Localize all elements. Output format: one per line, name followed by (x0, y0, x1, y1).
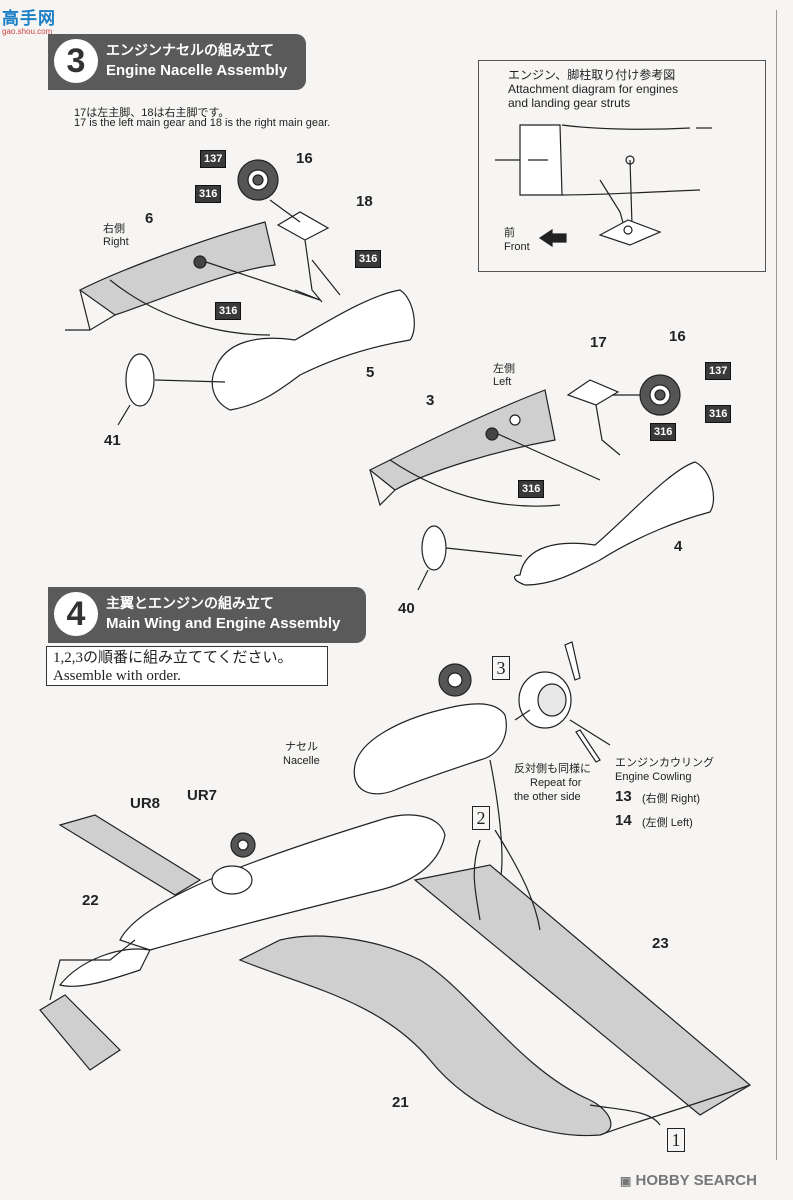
hobby-search-watermark: ▣ HOBBY SEARCH (620, 1172, 757, 1189)
right-side-jp: 右側 (103, 223, 125, 235)
part-41: 41 (104, 432, 121, 449)
part-22: 22 (82, 892, 99, 909)
page-border (776, 10, 777, 1160)
cowling-part-14-side: (左側 Left) (642, 817, 693, 829)
repeat-label-jp: 反対側も同様に (514, 763, 591, 775)
part-4: 4 (674, 538, 683, 555)
cowling-part-13: 13 (615, 788, 632, 805)
ref-316-c: 316 (215, 302, 242, 320)
ref-137-b: 137 (705, 362, 732, 380)
assembly-order-en: Assemble with order. (53, 668, 181, 684)
front-label-en: Front (504, 241, 530, 253)
part-40: 40 (398, 600, 415, 617)
nacelle-label-jp: ナセル (285, 741, 318, 753)
cowling-label-jp: エンジンカウリング (615, 757, 714, 769)
part-16-a: 16 (296, 150, 313, 167)
repeat-label-en-2: the other side (514, 791, 581, 803)
watermark-icon: ▣ (620, 1174, 632, 1188)
ref-316-d: 316 (705, 405, 732, 423)
part-5: 5 (366, 364, 375, 381)
step3-title-jp: エンジンナセルの組み立て (106, 43, 274, 59)
front-label-jp: 前 (504, 227, 515, 239)
ref-316-b: 316 (355, 250, 382, 268)
step3-note-jp: 17は左主脚、18は右主脚です。 (74, 107, 230, 119)
left-side-jp: 左側 (493, 363, 515, 375)
site-logo: 高手网 gao.shou.com (2, 4, 56, 36)
logo-subtext: gao.shou.com (2, 27, 53, 36)
order-mark-3: 3 (492, 656, 510, 680)
step3-title-en: Engine Nacelle Assembly (106, 62, 288, 79)
step4-drawing (39, 641, 752, 1137)
order-mark-2: 2 (472, 806, 490, 830)
attachment-title-en-1: Attachment diagram for engines (508, 82, 679, 96)
step3-number: 3 (54, 39, 98, 83)
step3-note-en: 17 is the left main gear and 18 is the r… (74, 117, 331, 129)
logo-text: 高手网 (2, 9, 56, 29)
step4-title-jp: 主翼とエンジンの組み立て (106, 596, 274, 612)
ref-137-a: 137 (200, 150, 227, 168)
part-16-b: 16 (669, 328, 686, 345)
order-mark-1: 1 (667, 1128, 685, 1152)
part-18: 18 (356, 193, 373, 210)
part-21: 21 (392, 1094, 409, 1111)
part-6: 6 (145, 210, 154, 227)
assembly-order-jp: 1,2,3の順番に組み立ててください。 (53, 650, 293, 666)
step4-title-en: Main Wing and Engine Assembly (106, 615, 341, 632)
watermark-text: HOBBY SEARCH (635, 1172, 757, 1189)
assembly-order-box: 1,2,3の順番に組み立ててください。 Assemble with order. (46, 646, 328, 686)
cowling-part-14: 14 (615, 812, 632, 829)
cowling-part-13-side: (右側 Right) (642, 793, 701, 805)
ref-316-a: 316 (195, 185, 222, 203)
right-side-en: Right (103, 236, 129, 248)
attachment-title-jp: エンジン、脚柱取り付け参考図 (508, 68, 676, 82)
step4-number: 4 (54, 592, 98, 636)
step3-drawing (65, 124, 715, 591)
cowling-label-en: Engine Cowling (615, 771, 692, 783)
nacelle-label-en: Nacelle (283, 755, 320, 767)
part-ur8: UR8 (130, 795, 161, 812)
attachment-title-en-2: and landing gear struts (508, 96, 631, 110)
attachment-diagram-box (478, 60, 766, 272)
left-side-en: Left (493, 376, 512, 388)
part-ur7: UR7 (187, 787, 218, 804)
ref-316-e: 316 (650, 423, 677, 441)
step4-header: 4 主翼とエンジンの組み立て Main Wing and Engine Asse… (48, 587, 366, 643)
repeat-label-en-1: Repeat for (530, 777, 582, 789)
part-23: 23 (652, 935, 669, 952)
part-3: 3 (426, 392, 435, 409)
step3-header: 3 エンジンナセルの組み立て Engine Nacelle Assembly (48, 34, 306, 90)
part-17: 17 (590, 334, 607, 351)
ref-316-f: 316 (518, 480, 545, 498)
